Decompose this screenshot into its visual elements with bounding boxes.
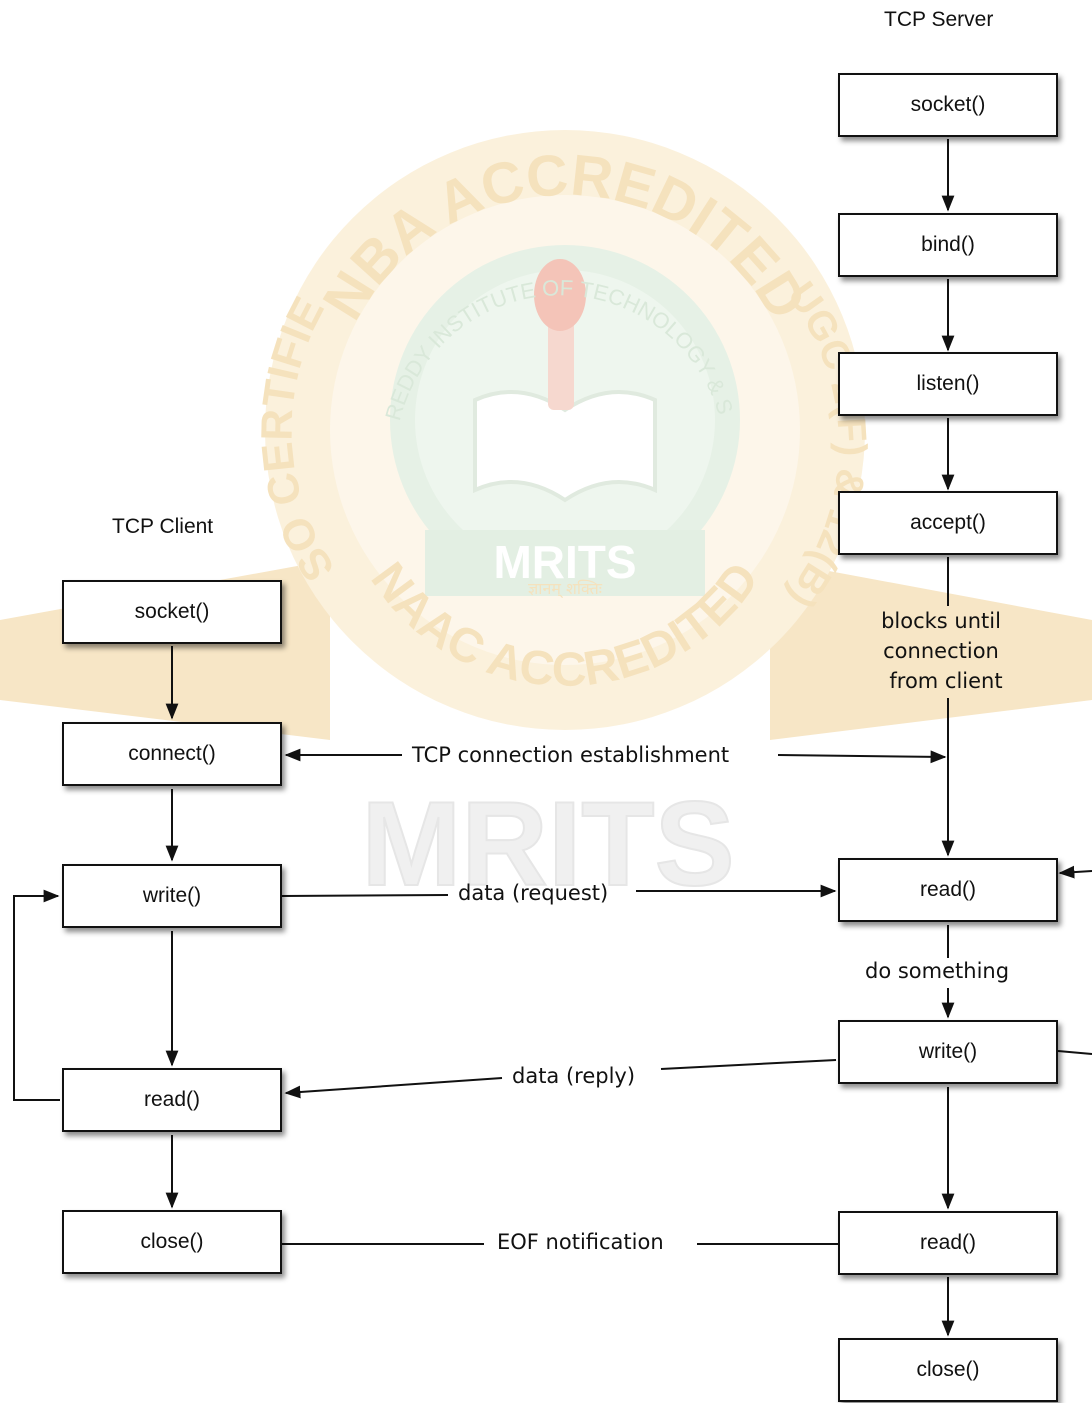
- eof-notification-label: EOF notification: [497, 1230, 664, 1254]
- client-socket-box: socket(): [62, 580, 282, 644]
- client-close-box: close(): [62, 1210, 282, 1274]
- server-read-box: read(): [838, 858, 1058, 922]
- data-request-label: data (request): [458, 881, 609, 905]
- line-data-reply-right: [660, 1059, 837, 1070]
- server-socket-box: socket(): [838, 73, 1058, 137]
- arrow-server-loop-in: [1058, 865, 1092, 879]
- watermark-ribbon-right: [770, 560, 1092, 740]
- line-server-loop-out: [1057, 1050, 1092, 1055]
- server-write-box: write(): [838, 1020, 1058, 1084]
- watermark-motto: ज्ञानम् शक्तिः: [528, 579, 603, 599]
- do-something-label: do something: [865, 959, 1010, 983]
- server-listen-box: listen(): [838, 352, 1058, 416]
- watermark-banner: [425, 530, 705, 596]
- tcp-connection-label: TCP connection establishment: [412, 743, 730, 767]
- server-title: TCP Server: [884, 8, 994, 31]
- watermark-book: [473, 390, 657, 503]
- server-read2-box: read(): [838, 1211, 1058, 1275]
- line-data-request-left: [281, 894, 449, 897]
- arrow-tcp-connection-to-server: [777, 750, 947, 764]
- blocks-until-line-2: connection: [883, 639, 999, 663]
- watermark-big-text: MRITS: [361, 777, 734, 911]
- client-write-box: write(): [62, 864, 282, 928]
- blocks-until-line-1: blocks until: [881, 609, 1001, 633]
- server-close-box: close(): [838, 1338, 1058, 1402]
- watermark-banner-text: MRITS: [493, 536, 636, 588]
- blocks-until-label: blocks until connection from client: [851, 606, 1031, 696]
- arrow-client-loop: [13, 889, 60, 1101]
- data-reply-label: data (reply): [512, 1064, 636, 1088]
- server-bind-box: bind(): [838, 213, 1058, 277]
- client-connect-box: connect(): [62, 722, 282, 786]
- arrow-data-reply: [284, 1077, 503, 1099]
- watermark-flame: [534, 259, 586, 331]
- server-accept-box: accept(): [838, 491, 1058, 555]
- client-title: TCP Client: [112, 515, 214, 538]
- client-read-box: read(): [62, 1068, 282, 1132]
- blocks-until-line-3: from client: [889, 669, 1003, 693]
